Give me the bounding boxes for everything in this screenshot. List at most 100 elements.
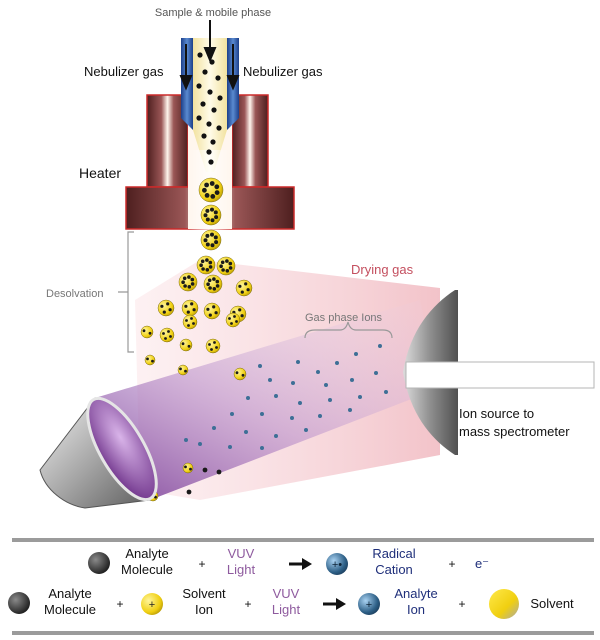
legend-r2-solvent-ion-2: Ion [195, 602, 213, 617]
ion-source-label-line2: mass spectrometer [459, 424, 570, 439]
ion-dot [324, 383, 328, 387]
analyte-molecule-icon [88, 552, 110, 574]
ion-dot [274, 394, 278, 398]
ion-dot [184, 438, 188, 442]
sample-dot [210, 139, 216, 145]
legend-r2-plus-3: + [458, 597, 465, 611]
sample-dot [196, 83, 202, 89]
ion-dot [230, 412, 234, 416]
vuv-lamp [39, 396, 158, 509]
ion-dot [335, 361, 339, 365]
droplet [182, 314, 198, 330]
gas-phase-ions-bracket [304, 321, 393, 339]
sample-dot [207, 89, 213, 95]
loose-dot [216, 469, 222, 475]
ion-dot [290, 416, 294, 420]
droplet [181, 299, 199, 317]
droplet [177, 364, 189, 376]
legend-r1-plus-2: + [448, 557, 455, 571]
legend-r1-product-2: Cation [375, 562, 413, 577]
legend-r1-molecule-1: Analyte [125, 546, 168, 561]
ion-source-cone [403, 290, 595, 455]
ion-dot [358, 395, 362, 399]
solvent-icon [489, 589, 519, 619]
droplet [203, 274, 223, 294]
sample-dot [201, 133, 207, 139]
droplet [216, 256, 236, 276]
legend-r1-product-1: Radical [372, 546, 415, 561]
ion-dot [212, 426, 216, 430]
droplet [200, 204, 222, 226]
legend-r2-molecule-1: Analyte [48, 586, 91, 601]
sample-dot [217, 95, 223, 101]
legend-r1-electron: e⁻ [475, 556, 489, 571]
analyte-ion-icon [358, 593, 380, 615]
spray-droplets [140, 177, 253, 502]
sample-dot [215, 75, 221, 81]
ion-dot [354, 352, 358, 356]
gas-phase-ions-label: Gas phase Ions [305, 312, 383, 324]
ion-dot [268, 378, 272, 382]
sample-dot [197, 52, 203, 58]
legend-r2-plus-2: + [244, 597, 251, 611]
sample-dot [196, 115, 202, 121]
ion-dot [228, 445, 232, 449]
legend-r2-plus-1: + [116, 597, 123, 611]
ion-dot [274, 434, 278, 438]
arrow-right-icon [289, 558, 312, 570]
droplet [233, 367, 247, 381]
flow-arrows [179, 20, 240, 91]
loose-dot [202, 467, 208, 473]
desolvation-bracket [118, 231, 134, 353]
loose-dot [186, 489, 192, 495]
ion-dot [384, 390, 388, 394]
sample-dots [196, 52, 223, 165]
ion-dot [348, 408, 352, 412]
legend-r2-vuv-1: VUV [273, 586, 300, 601]
sample-dot [209, 59, 215, 65]
ion-dot [198, 442, 202, 446]
legend-r1-vuv-1: VUV [228, 546, 255, 561]
legend-r1-vuv-2: Light [227, 562, 256, 577]
ion-dot [260, 446, 264, 450]
droplet [205, 338, 221, 354]
droplet [200, 229, 222, 251]
sample-dot [206, 149, 212, 155]
analyte-ion-plus-icon: + [366, 599, 372, 611]
ion-source-label-line1: Ion source to [459, 406, 534, 421]
legend-r2-molecule-2: Molecule [44, 602, 96, 617]
ion-dot [350, 378, 354, 382]
sample-dot [206, 121, 212, 127]
legend-r2-solvent-ion-1: Solvent [182, 586, 226, 601]
ion-dot [374, 371, 378, 375]
ion-dot [244, 430, 248, 434]
ion-dot [246, 396, 250, 400]
droplet [178, 272, 198, 292]
droplet [225, 312, 241, 328]
heater-label: Heater [79, 165, 121, 181]
nebulizer-gas-left-label: Nebulizer gas [84, 64, 164, 79]
droplet [159, 327, 175, 343]
droplet [140, 325, 154, 339]
ion-dot [304, 428, 308, 432]
ion-dot [291, 381, 295, 385]
radical-cation-icon [326, 553, 348, 575]
legend-r1-plus-1: + [198, 557, 205, 571]
legend-r2-product-1: Analyte [394, 586, 437, 601]
droplet [182, 462, 194, 474]
legend-r2-solvent: Solvent [530, 596, 574, 611]
analyte-molecule-icon-2 [8, 592, 30, 614]
sample-dot [208, 159, 214, 165]
sample-dot [202, 69, 208, 75]
sample-dot [211, 107, 217, 113]
droplet [198, 177, 224, 203]
ion-dot [378, 344, 382, 348]
droplet [144, 354, 156, 366]
droplet [235, 279, 253, 297]
ion-dot [316, 370, 320, 374]
ion-dot [318, 414, 322, 418]
legend: Analyte Molecule + VUV Light +• Radical … [8, 538, 594, 635]
ion-dot [260, 412, 264, 416]
solvent-ion-plus-icon: + [149, 599, 155, 611]
